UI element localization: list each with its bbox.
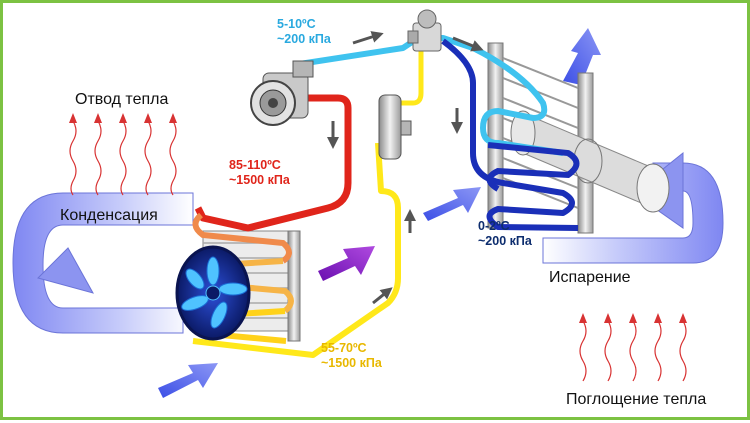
condenser-out-pressure: ~1500 кПа xyxy=(321,356,382,370)
airflow-arrow-purple xyxy=(318,246,375,281)
condensation-flow-arrowhead xyxy=(37,247,95,294)
hot-gas-line xyxy=(194,94,352,232)
condenser-in-reading: 85-110ºC ~1500 кПа xyxy=(229,158,290,188)
heat-removal-waves xyxy=(69,120,177,196)
compressor-out-reading: 5-10ºC ~200 кПа xyxy=(277,17,331,47)
evaporator-coil xyxy=(441,38,579,231)
condenser-out-temp: 55-70ºC xyxy=(321,341,367,355)
liquid-line-to-valve xyxy=(398,43,424,106)
evaporator-reading: 0-2ºC ~200 кПа xyxy=(478,219,532,249)
condenser-out-reading: 55-70ºC ~1500 кПа xyxy=(321,341,382,371)
airflow-arrow-top-right xyxy=(563,28,601,85)
receiver-drier xyxy=(378,94,412,160)
condenser-in-temp: 85-110ºC xyxy=(229,158,281,172)
condensation-label: Конденсация xyxy=(60,207,158,224)
condensation-flow-arrow xyxy=(12,192,194,334)
suction-line-light xyxy=(292,35,564,156)
condenser-fan xyxy=(175,245,251,341)
compressor xyxy=(250,60,314,126)
diagram-canvas xyxy=(12,9,724,398)
airflow-arrow-bottom-left xyxy=(158,363,218,398)
evaporator-coil-mid xyxy=(486,142,580,192)
heat-absorption-label: Поглощение тепла xyxy=(566,391,707,408)
evaporator-pressure: ~200 кПа xyxy=(478,234,532,248)
condenser-coil-hot xyxy=(192,212,292,264)
heat-removal-label: Отвод тепла xyxy=(75,91,169,108)
liquid-line xyxy=(192,142,401,358)
compressor-out-temp: 5-10ºC xyxy=(277,17,316,31)
condenser-in-pressure: ~1500 кПа xyxy=(229,173,290,187)
evaporator-temp: 0-2ºC xyxy=(478,219,510,233)
evaporation-label: Испарение xyxy=(549,269,631,286)
heat-absorption-waves xyxy=(579,320,687,382)
expansion-valve xyxy=(407,9,442,52)
compressor-out-pressure: ~200 кПа xyxy=(277,32,331,46)
flow-direction-arrows xyxy=(327,31,484,305)
airflow-arrow-evaporator xyxy=(423,187,481,221)
